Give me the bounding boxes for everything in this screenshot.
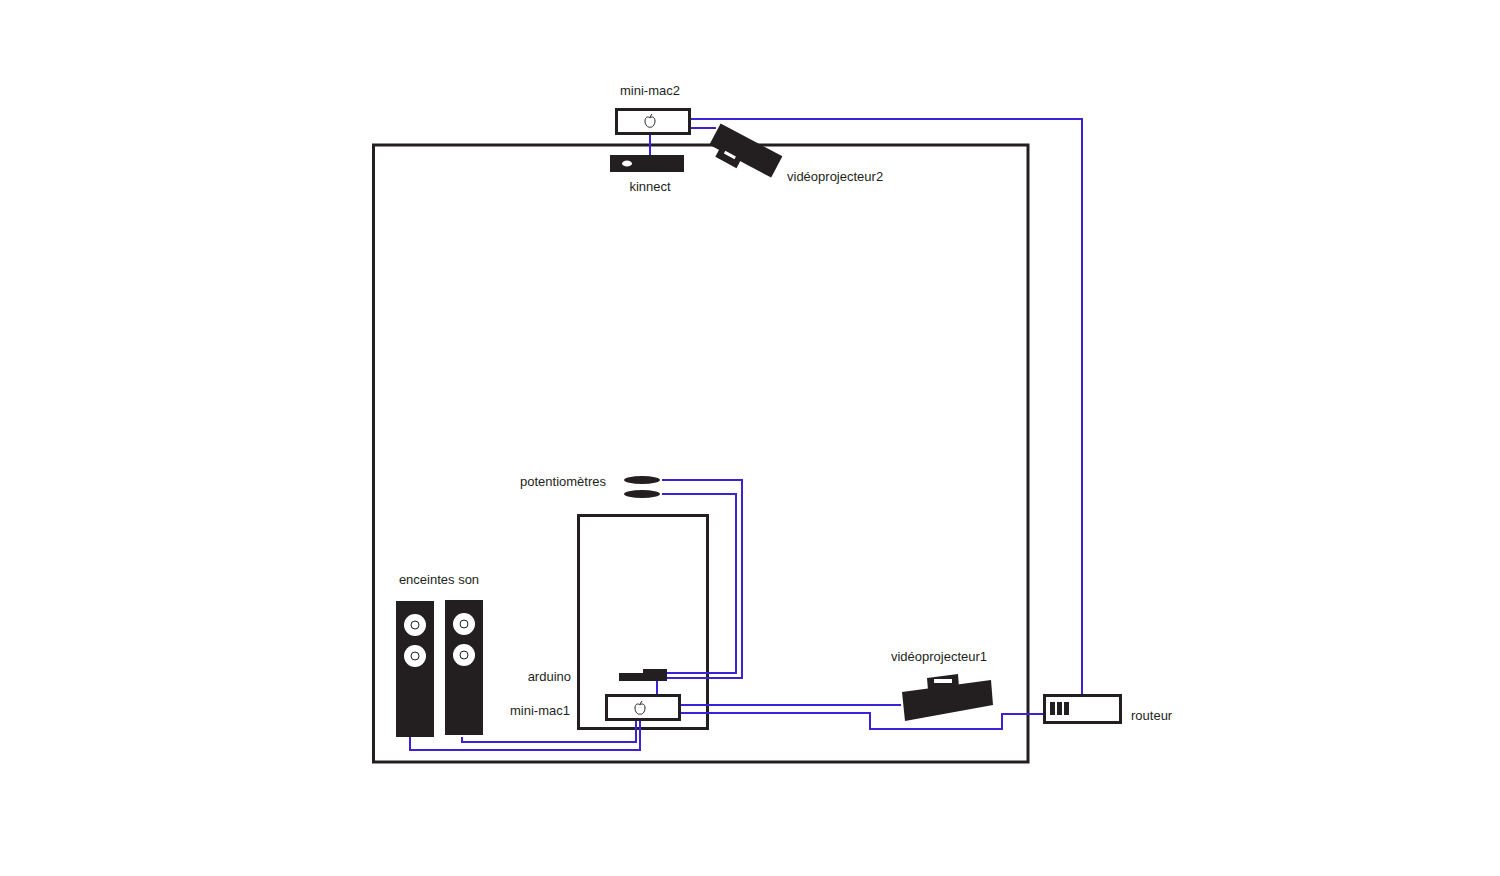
projector-icon [902, 674, 993, 721]
sensor-box: kinnect [610, 155, 684, 172]
cable-line [662, 494, 736, 673]
node-label: vidéoprojecteur2 [787, 169, 883, 185]
projector-box: vidéoprojecteur2 [716, 121, 782, 181]
cable-line [691, 119, 1082, 694]
cable-line [656, 681, 658, 694]
node-label: routeur [1131, 708, 1172, 724]
cable-line [649, 135, 651, 155]
cable-line [662, 480, 742, 678]
potentiometer-icon [624, 476, 660, 498]
arduino-icon [619, 669, 667, 681]
mini-mac-icon [617, 110, 690, 134]
desk-outline [579, 516, 708, 729]
mini-mac-icon [607, 696, 680, 720]
room-outline [374, 145, 1029, 762]
potentiometer-box: potentiomètres [624, 475, 662, 499]
speaker-icon [396, 600, 483, 737]
kinect-icon [610, 155, 684, 172]
speaker-box: enceintes son [396, 600, 484, 737]
node-label: mini-mac1 [510, 703, 570, 719]
node-label: kinnect [629, 179, 670, 195]
node-label: mini-mac2 [620, 83, 680, 99]
cable-line [691, 127, 716, 129]
router-icon [1045, 696, 1121, 723]
node-label: vidéoprojecteur1 [891, 649, 987, 665]
cable-line [681, 713, 1043, 729]
computer-box: mini-mac1 [605, 694, 681, 721]
node-label: arduino [528, 669, 571, 685]
cable-line [681, 704, 901, 706]
computer-box: mini-mac2 [615, 108, 691, 135]
projector-icon [706, 123, 783, 184]
node-label: enceintes son [399, 572, 479, 588]
projector-box: vidéoprojecteur1 [901, 672, 994, 722]
arduino-box: arduino [619, 669, 667, 681]
router-box: routeur [1043, 694, 1121, 724]
cable-line [410, 721, 640, 750]
node-label: potentiomètres [520, 474, 606, 490]
cable-line [462, 721, 636, 742]
